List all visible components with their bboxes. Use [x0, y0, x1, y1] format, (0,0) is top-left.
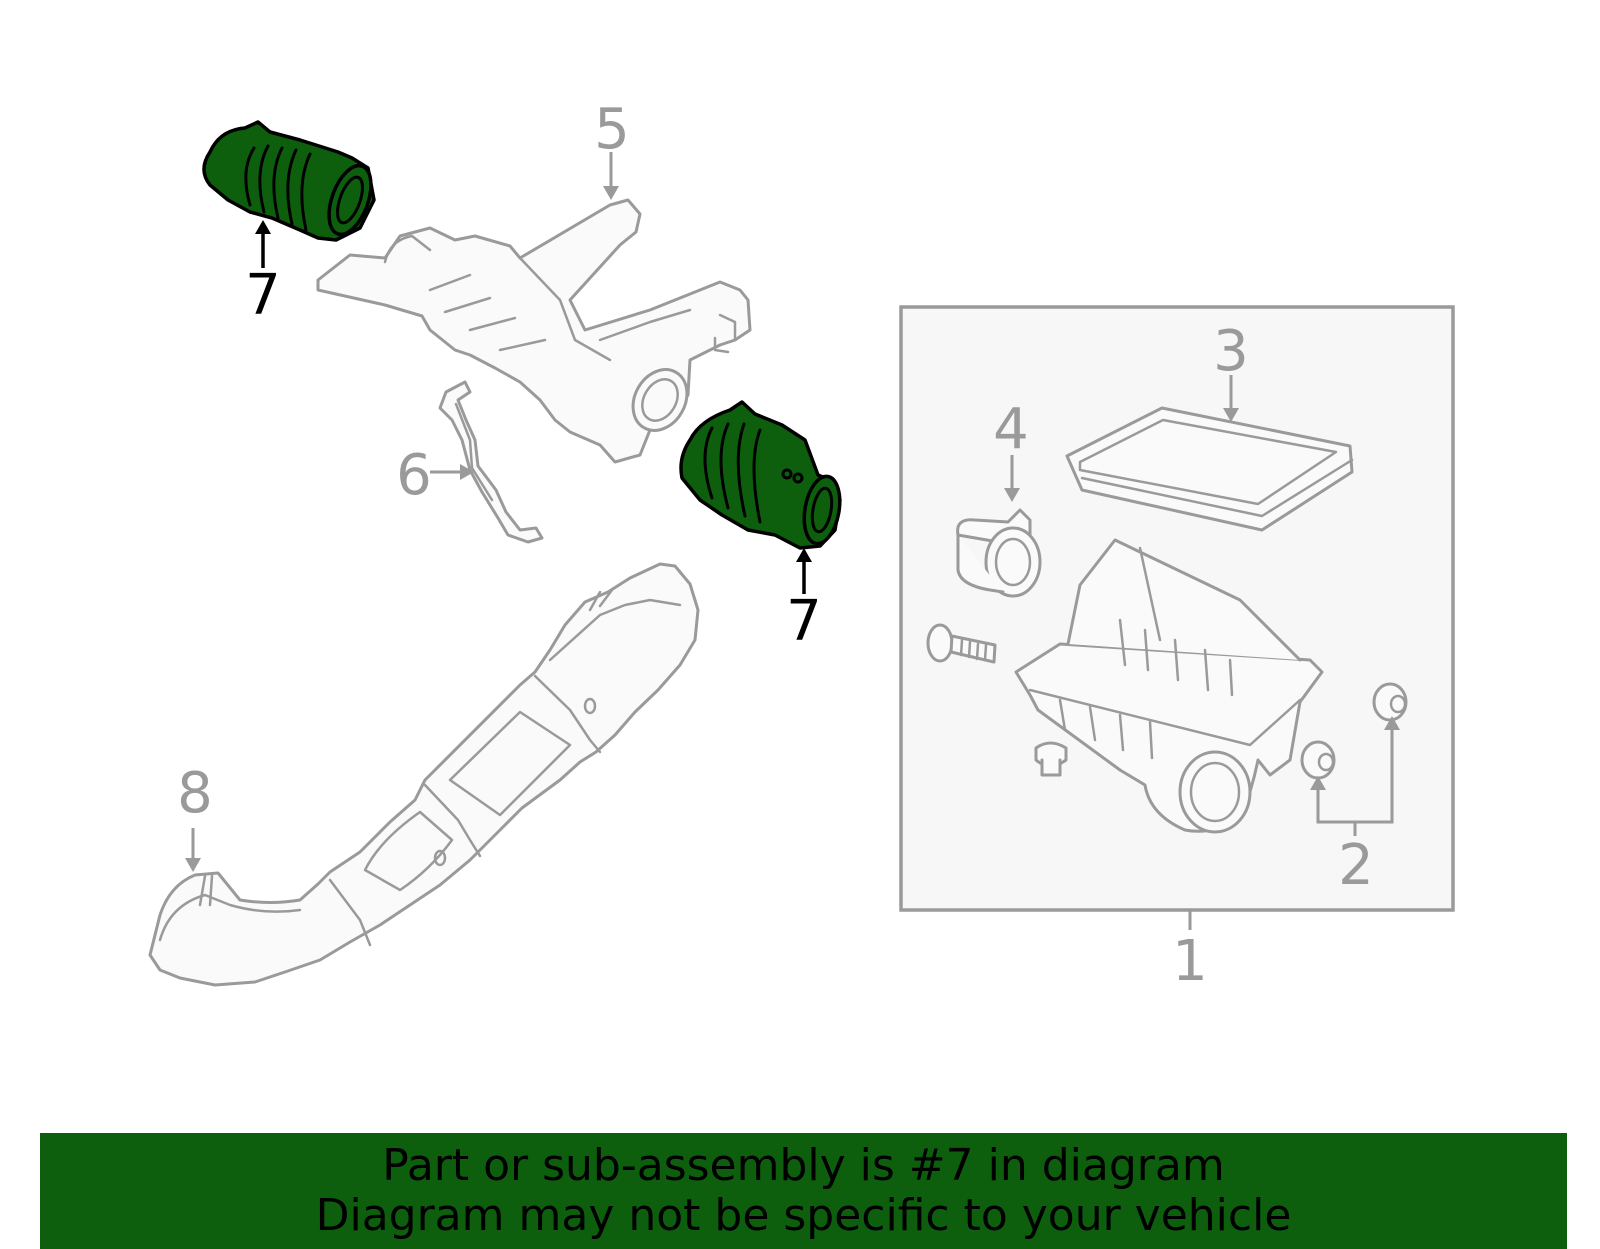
part-2-nut-left[interactable] [1300, 740, 1336, 780]
callout-6: 6 [396, 443, 432, 508]
part-2-nut-right[interactable] [1372, 682, 1408, 722]
grommet[interactable] [1034, 741, 1068, 777]
banner-line-1: Part or sub-assembly is #7 in diagram [382, 1140, 1225, 1191]
part-8-lower-duct[interactable] [148, 562, 700, 987]
callout-7-upper: 7 [245, 263, 281, 328]
callout-1: 1 [1172, 929, 1208, 994]
part-7-air-hose-upper[interactable] [202, 120, 379, 242]
part-6-bracket[interactable] [438, 380, 544, 544]
callout-2: 2 [1338, 833, 1374, 898]
part-4-maf-sensor[interactable] [956, 508, 1042, 598]
callout-3: 3 [1213, 319, 1249, 384]
callout-5: 5 [594, 97, 630, 162]
air-cleaner-housing[interactable] [1014, 538, 1324, 834]
callout-7-lower: 7 [786, 589, 822, 654]
part-7-air-hose-lower[interactable] [679, 400, 845, 550]
callout-4: 4 [993, 397, 1029, 462]
bolt[interactable] [926, 623, 997, 664]
part-5-intake-duct[interactable] [316, 198, 752, 464]
callout-8: 8 [177, 761, 213, 826]
banner-line-2: Diagram may not be specific to your vehi… [315, 1190, 1292, 1241]
leader-lines [185, 152, 1400, 930]
part-3-filter-element[interactable] [1065, 406, 1354, 532]
info-banner: Part or sub-assembly is #7 in diagram Di… [40, 1133, 1567, 1249]
